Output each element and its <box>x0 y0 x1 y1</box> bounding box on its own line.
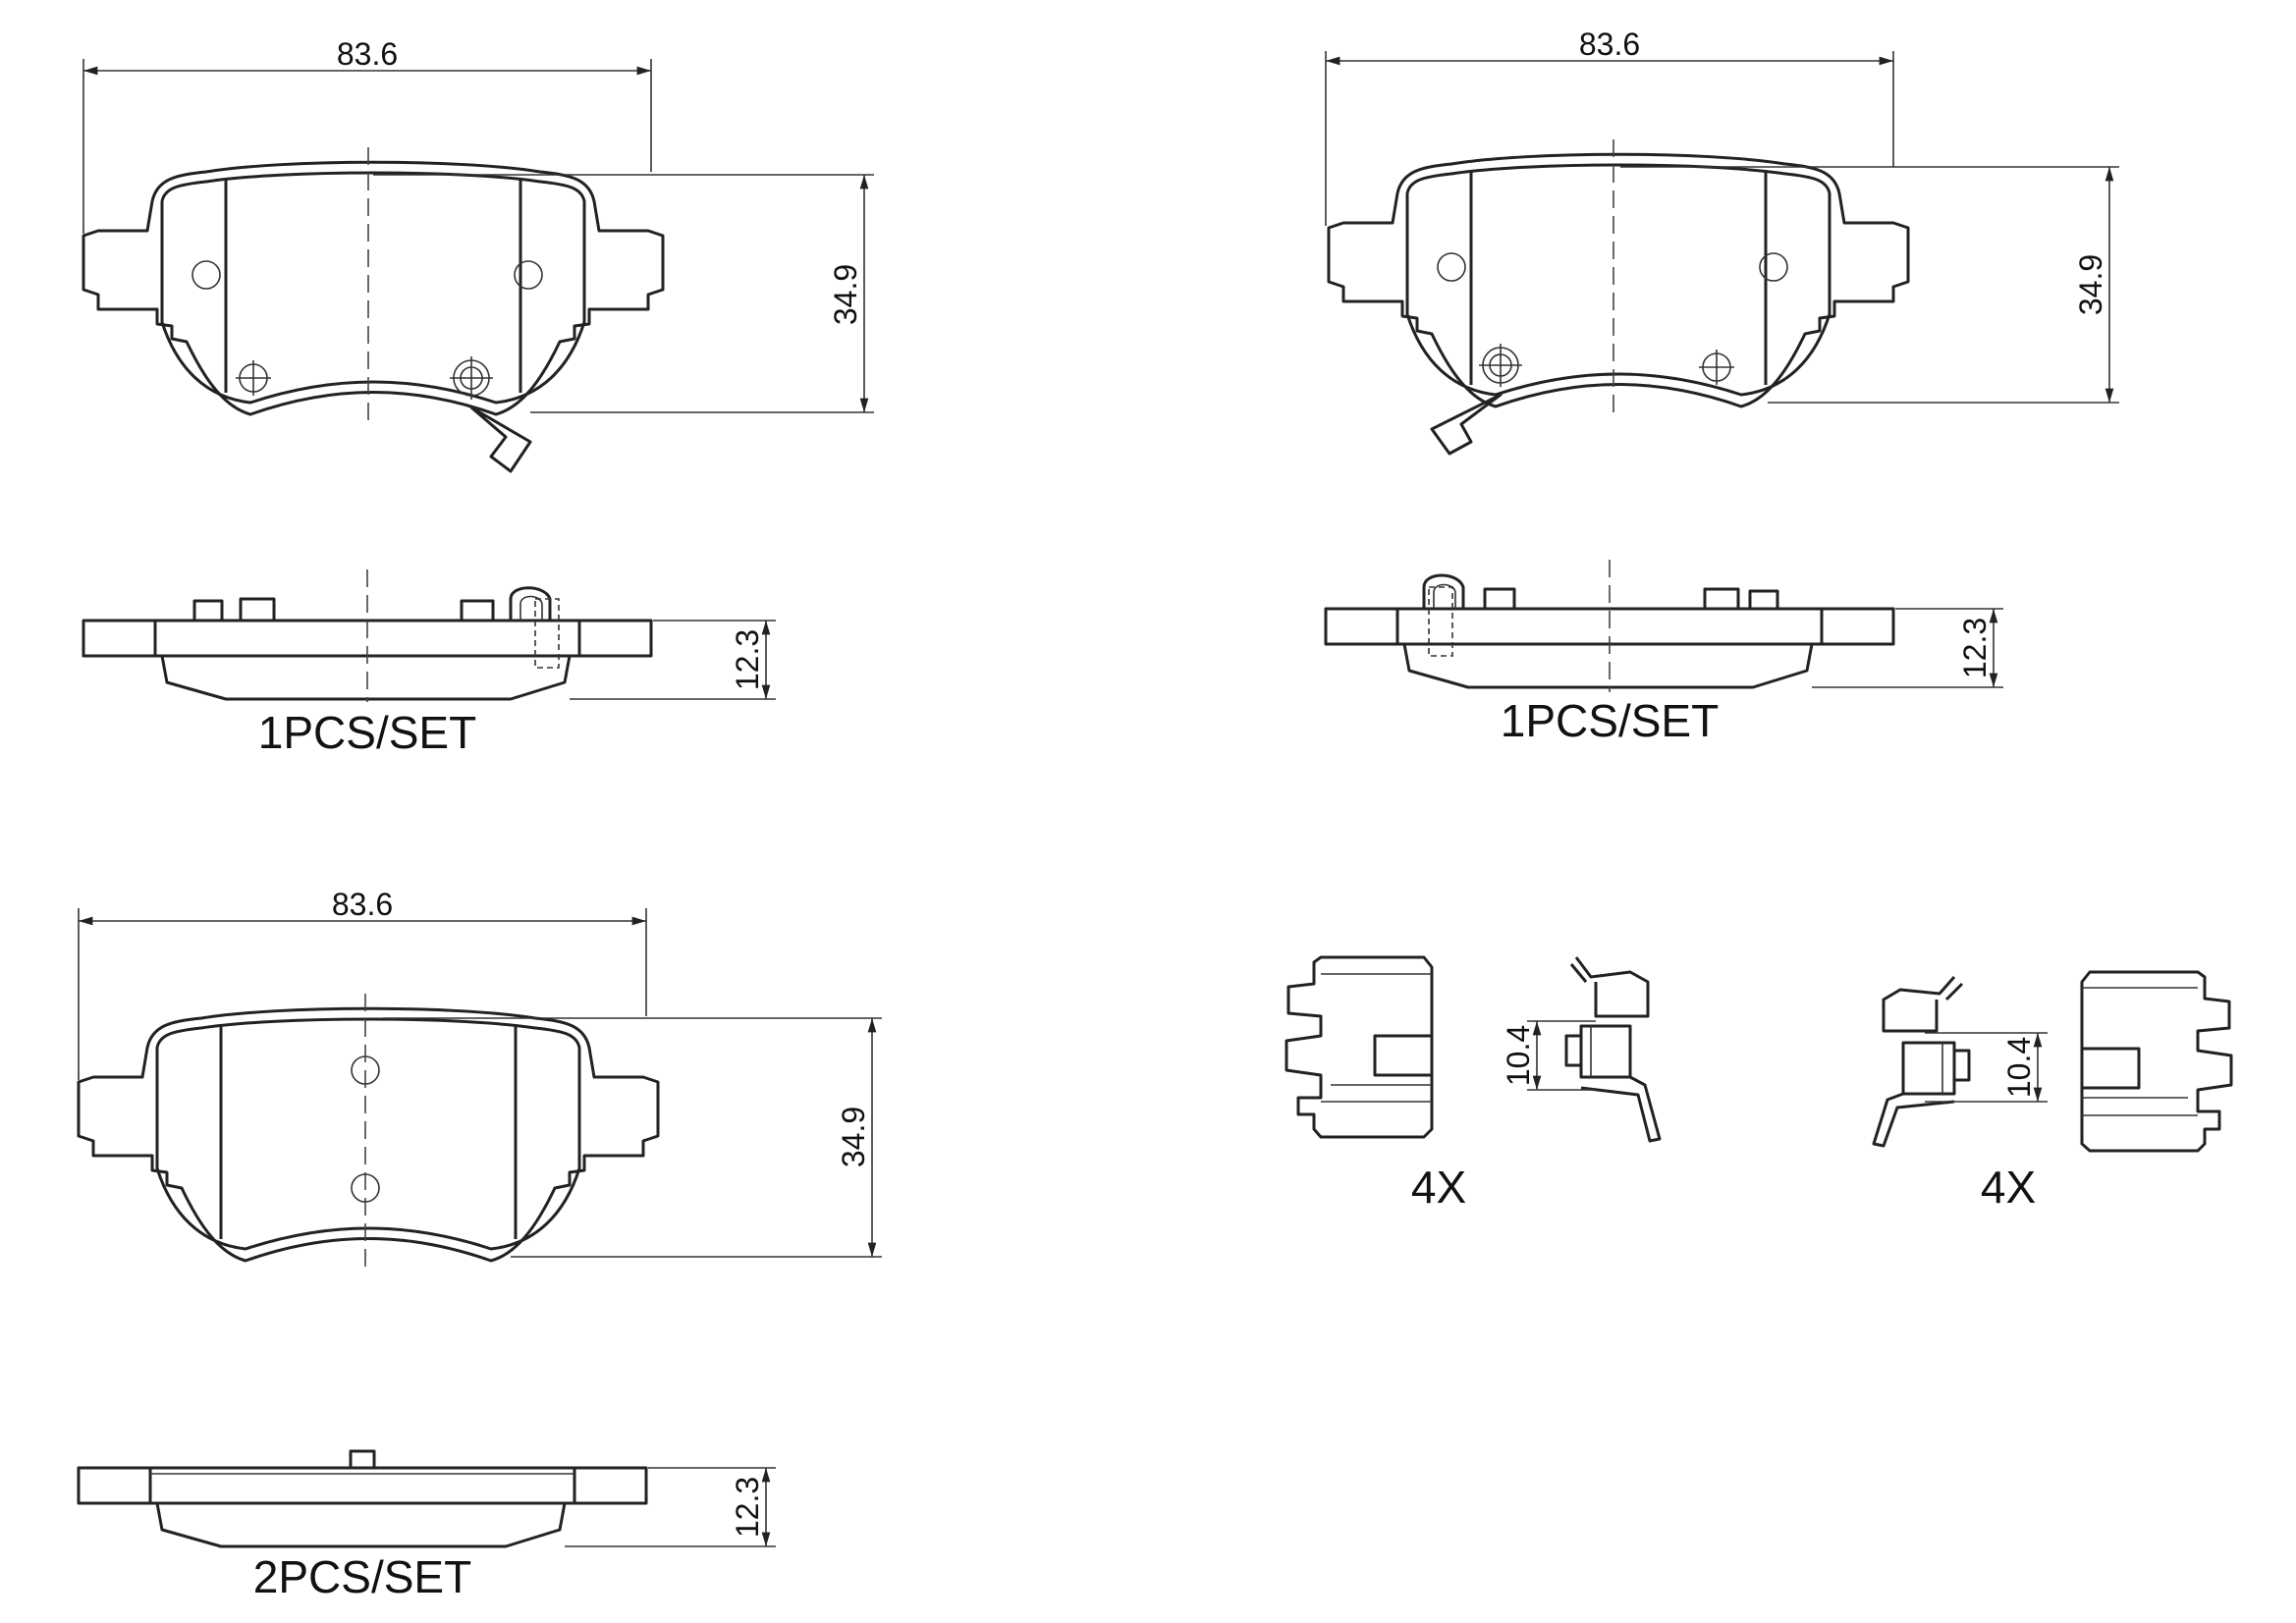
dim-width-top-left: 83.6 <box>337 36 398 72</box>
set-label-top-right: 1PCS/SET <box>1501 695 1719 746</box>
dim-width-bottom-left: 83.6 <box>332 887 393 922</box>
quantity-label-clip-right: 4X <box>1981 1162 2036 1213</box>
quantity-label-clip-left: 4X <box>1411 1162 1466 1213</box>
set-label-top-left: 1PCS/SET <box>258 707 476 758</box>
dim-width-top-right: 83.6 <box>1579 27 1640 62</box>
set-label-bottom-left: 2PCS/SET <box>253 1551 471 1602</box>
dim-height-bottom-left: 34.9 <box>836 1107 871 1167</box>
dim-thickness-top-right: 12.3 <box>1957 618 1993 678</box>
pad-front-view-top-right: 83.6 34.9 <box>1325 27 2119 456</box>
dim-thickness-top-left: 12.3 <box>730 629 765 690</box>
pad-front-view-top-left: 83.6 34.9 <box>82 36 874 473</box>
clip-set-right: 10.4 4X <box>1872 970 2233 1213</box>
dim-clip-left: 10.4 <box>1501 1025 1536 1086</box>
pad-side-view-bottom-left: 12.3 2PCS/SET <box>77 1449 776 1602</box>
dim-height-top-left: 34.9 <box>828 264 863 325</box>
pad-side-view-top-left: 12.3 1PCS/SET <box>82 569 776 758</box>
clip-set-left: 10.4 4X <box>1285 955 1662 1213</box>
pad-side-view-top-right: 12.3 1PCS/SET <box>1324 560 2003 746</box>
pad-front-view-bottom-left: 83.6 34.9 <box>77 887 882 1269</box>
dim-clip-right: 10.4 <box>2001 1037 2037 1098</box>
dim-thickness-bottom-left: 12.3 <box>730 1477 765 1538</box>
dim-height-top-right: 34.9 <box>2073 254 2108 315</box>
